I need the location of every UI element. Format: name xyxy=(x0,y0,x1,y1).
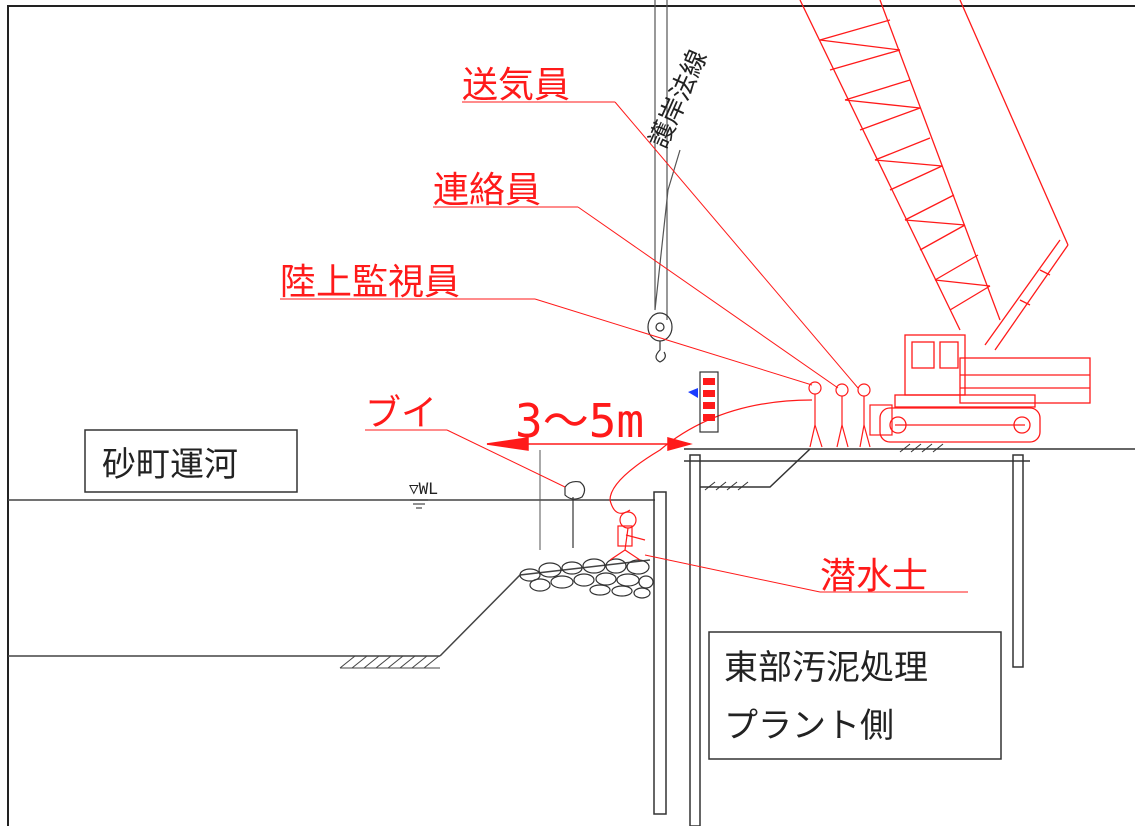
leader-lines xyxy=(280,101,968,593)
air-supply-label: 送気員 xyxy=(462,65,570,106)
drawing-frame xyxy=(7,5,1135,826)
diver-label: 潜水士 xyxy=(820,556,928,597)
distance-dimension xyxy=(486,437,693,451)
buoy-label: ブイ xyxy=(365,393,437,434)
crawler-crane xyxy=(799,0,1091,443)
rubble-mound xyxy=(519,558,654,599)
liaison-label: 連絡員 xyxy=(433,170,541,211)
land-monitor-label: 陸上監視員 xyxy=(280,262,460,303)
water-level-label: ▽WL xyxy=(409,479,438,498)
crane-hook-block xyxy=(647,312,673,363)
plant-label-line2: プラント側 xyxy=(724,706,894,746)
sheet-pile-back xyxy=(1012,454,1024,668)
backfill-slope xyxy=(700,448,811,488)
air-hose xyxy=(609,399,813,514)
buoy xyxy=(564,480,586,548)
revetment-guide-line xyxy=(654,0,681,311)
seabed-hatch xyxy=(339,655,440,669)
backfill-hatch xyxy=(704,443,944,491)
distance-label: 3～5m xyxy=(515,394,644,448)
workers-on-quay xyxy=(808,381,893,448)
riprap-slope xyxy=(439,559,651,657)
canal-label: 砂町運河 xyxy=(102,445,238,485)
warning-flag-post xyxy=(688,371,719,433)
water-level-symbol xyxy=(410,499,428,509)
plant-label-line1: 東部汚泥処理 xyxy=(724,648,928,688)
plant-label-box xyxy=(708,631,1002,760)
diver-figure xyxy=(609,511,646,561)
retaining-wall xyxy=(689,454,701,826)
canal-label-box xyxy=(84,429,298,493)
sheet-pile-front xyxy=(653,491,667,815)
